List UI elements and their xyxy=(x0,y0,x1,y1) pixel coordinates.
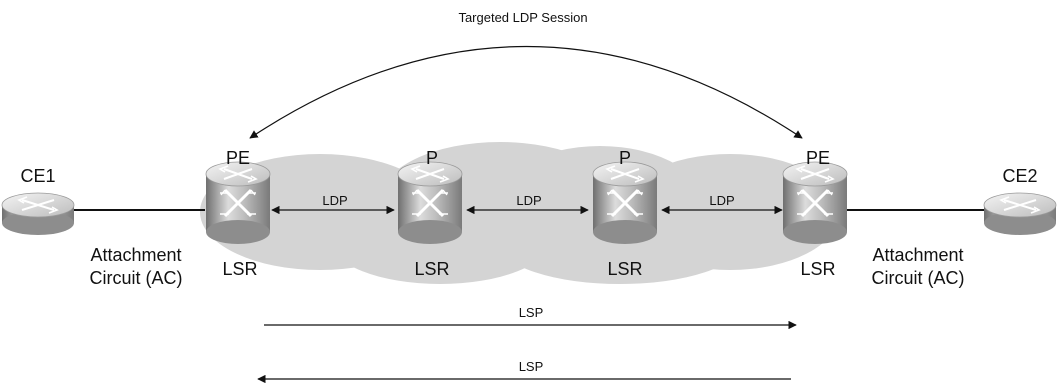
attachment-right-line1: Attachment xyxy=(872,245,963,265)
ldp-label-1: LDP xyxy=(322,193,347,208)
switch-router-icon xyxy=(591,160,659,246)
lsp-reverse-label: LSP xyxy=(519,359,544,374)
p1-type-label: LSR xyxy=(414,259,449,279)
ldp-label-2: LDP xyxy=(516,193,541,208)
p2-role-label: P xyxy=(619,148,631,168)
mpls-cloud xyxy=(200,142,840,284)
pe2-role-label: PE xyxy=(806,148,830,168)
pe1-type-label: LSR xyxy=(222,259,257,279)
ce1-label: CE1 xyxy=(20,166,55,186)
router-icon xyxy=(1,192,75,236)
ldp-label-3: LDP xyxy=(709,193,734,208)
switch-router-icon xyxy=(781,160,849,246)
attachment-left-line2: Circuit (AC) xyxy=(90,268,183,288)
attachment-right-line2: Circuit (AC) xyxy=(872,268,965,288)
p2-type-label: LSR xyxy=(607,259,642,279)
attachment-left-line1: Attachment xyxy=(90,245,181,265)
pe2-type-label: LSR xyxy=(800,259,835,279)
ce2-label: CE2 xyxy=(1002,166,1037,186)
targeted-ldp-session-label: Targeted LDP Session xyxy=(458,10,587,25)
p1-role-label: P xyxy=(426,148,438,168)
router-icon xyxy=(983,192,1057,236)
switch-router-icon xyxy=(396,160,464,246)
targeted-ldp-session-arc xyxy=(249,45,803,139)
lsp-forward-label: LSP xyxy=(519,305,544,320)
switch-router-icon xyxy=(204,160,272,246)
pe1-role-label: PE xyxy=(226,148,250,168)
